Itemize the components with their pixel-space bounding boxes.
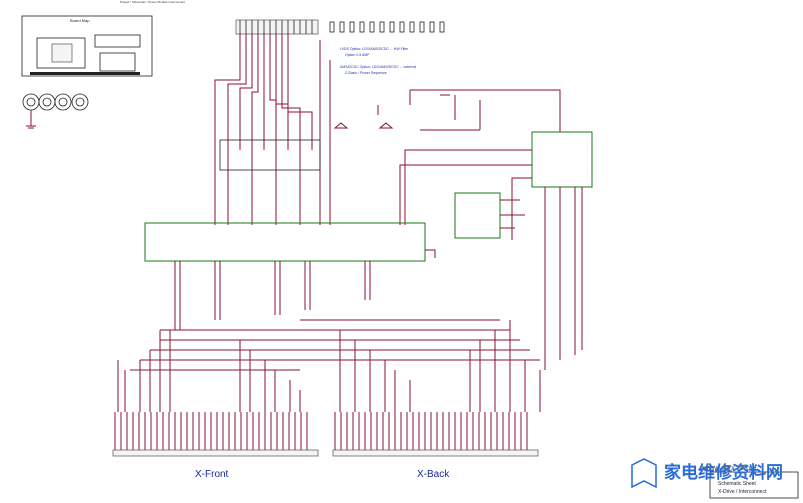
- book-icon: [631, 458, 657, 489]
- watermark-text: 家电维修资料网: [664, 462, 783, 483]
- title-line-2: X-Drive / Interconnect: [718, 489, 767, 495]
- small-parts: [219, 89, 561, 171]
- lower-bus: [117, 261, 541, 412]
- x-front-connector: [112, 412, 319, 457]
- top-connector: [235, 19, 445, 35]
- header-topline: Project / Schematic / Power Module Inter…: [120, 0, 185, 4]
- x-back-label: X-Back: [417, 469, 450, 480]
- title-line-1: Schematic Sheet: [718, 481, 756, 487]
- watermark-url: www.jdwx.info: [700, 464, 750, 472]
- board-map-title: Board Map: [70, 18, 90, 23]
- title-block: Schematic Sheet X-Drive / Interconnect: [709, 471, 799, 499]
- board-map-panel: Board Map: [21, 15, 153, 77]
- note-1: LVDS Option: LDO/AMS/DCDC ... HW Filter: [340, 47, 409, 51]
- middle-right-block: [454, 187, 583, 370]
- main-block: [144, 222, 436, 262]
- note-2: Option 0.5 AMP: [345, 53, 370, 57]
- watermark: 家电维修资料网 www.jdwx.info: [631, 458, 783, 489]
- note-4: Z-Stack / Power Sequence: [345, 71, 387, 75]
- x-back-connector: [332, 412, 539, 457]
- note-3: AMS/DCDC Option: LDO/AMS/DCDC ... extern…: [340, 65, 416, 69]
- x-front-label: X-Front: [195, 469, 229, 480]
- round-connectors: [22, 93, 89, 129]
- upper-nets: [214, 34, 331, 225]
- upper-right-block: [399, 131, 593, 240]
